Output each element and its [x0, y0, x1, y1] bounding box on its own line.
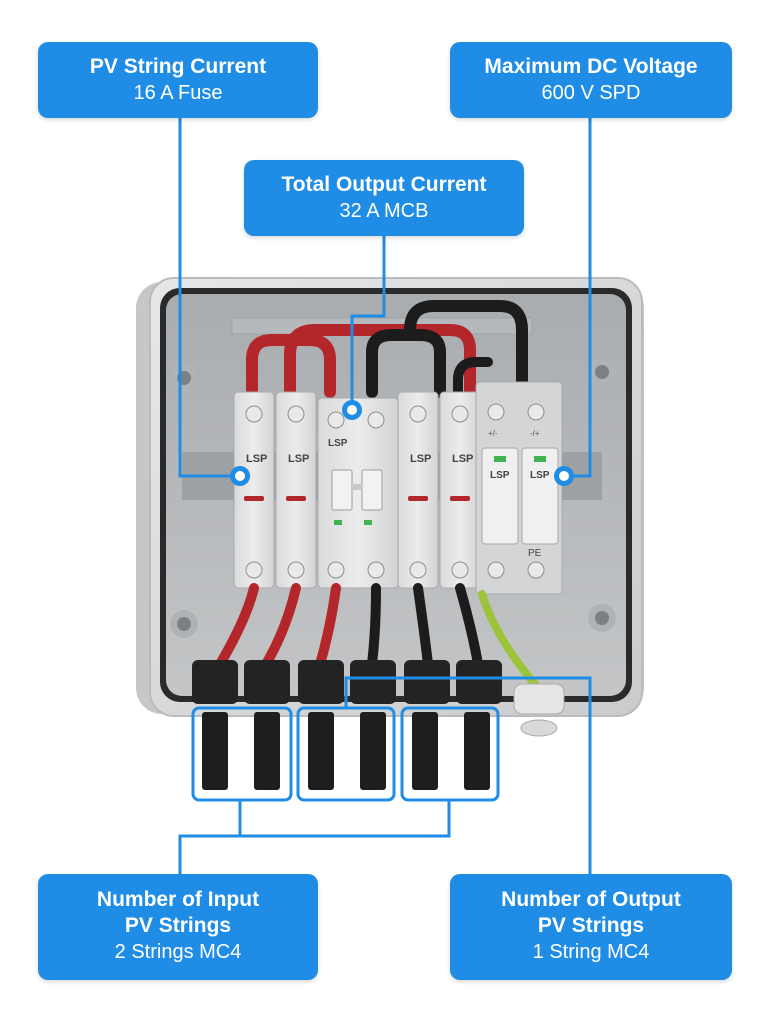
callout-output-strings: Number of Output PV Strings 1 String MC4	[450, 874, 732, 980]
callout-max-dc-voltage: Maximum DC Voltage 600 V SPD	[450, 42, 732, 118]
top-wiring	[246, 300, 528, 398]
fuse-brand-label: LSP	[288, 453, 309, 465]
fuse-brand-label: LSP	[246, 453, 267, 465]
spd-pe-label: PE	[528, 548, 542, 559]
leader-dot-spd	[554, 466, 574, 486]
callout-subtitle: 32 A MCB	[339, 200, 429, 222]
leader-dot-mcb	[342, 400, 362, 420]
callout-total-output-current: Total Output Current 32 A MCB	[244, 160, 524, 236]
spd-brand-label: LSP	[530, 470, 550, 481]
cable-glands	[192, 660, 565, 737]
connector-highlight-boxes	[191, 706, 500, 802]
fuse-holder-3	[397, 391, 439, 589]
callout-input-strings: Number of Input PV Strings 2 Strings MC4	[38, 874, 318, 980]
callout-subtitle: 600 V SPD	[541, 82, 641, 104]
callout-title: PV String Current	[89, 55, 267, 78]
spd-terminal-label: +/-	[488, 429, 498, 438]
fuse-brand-label: LSP	[410, 453, 431, 465]
bottom-wiring	[215, 583, 544, 694]
mounting-boss-top-right	[588, 358, 616, 386]
mounting-boss-bottom-left	[170, 610, 198, 638]
callout-title-line2: PV Strings	[124, 914, 232, 937]
fuse-brand-label: LSP	[452, 453, 473, 465]
spd-brand-label: LSP	[490, 470, 510, 481]
mcb-breaker	[317, 397, 399, 589]
spd-terminal-label: -/+	[530, 429, 540, 438]
callout-subtitle: 1 String MC4	[532, 941, 650, 963]
fuse-holder-2	[275, 391, 317, 589]
callout-title-line2: PV Strings	[537, 914, 645, 937]
mounting-boss-bottom-right	[588, 604, 616, 632]
mcb-brand-label: LSP	[328, 438, 348, 449]
callout-title-line1: Number of Input	[96, 888, 260, 911]
spd-surge-protector	[475, 381, 563, 595]
callout-subtitle: 16 A Fuse	[133, 82, 223, 104]
leader-dot-fuse	[230, 466, 250, 486]
callout-leaders	[178, 118, 592, 874]
callout-pv-string-current: PV String Current 16 A Fuse	[38, 42, 318, 118]
callout-title-line1: Number of Output	[501, 888, 681, 911]
fuse-holder-1	[233, 391, 275, 589]
callout-title: Maximum DC Voltage	[484, 55, 698, 78]
fuse-holder-4	[439, 391, 481, 589]
mc4-connectors	[202, 712, 490, 790]
callout-subtitle: 2 Strings MC4	[114, 941, 242, 963]
callout-title: Total Output Current	[281, 173, 487, 196]
mounting-boss-top-left	[170, 364, 198, 392]
